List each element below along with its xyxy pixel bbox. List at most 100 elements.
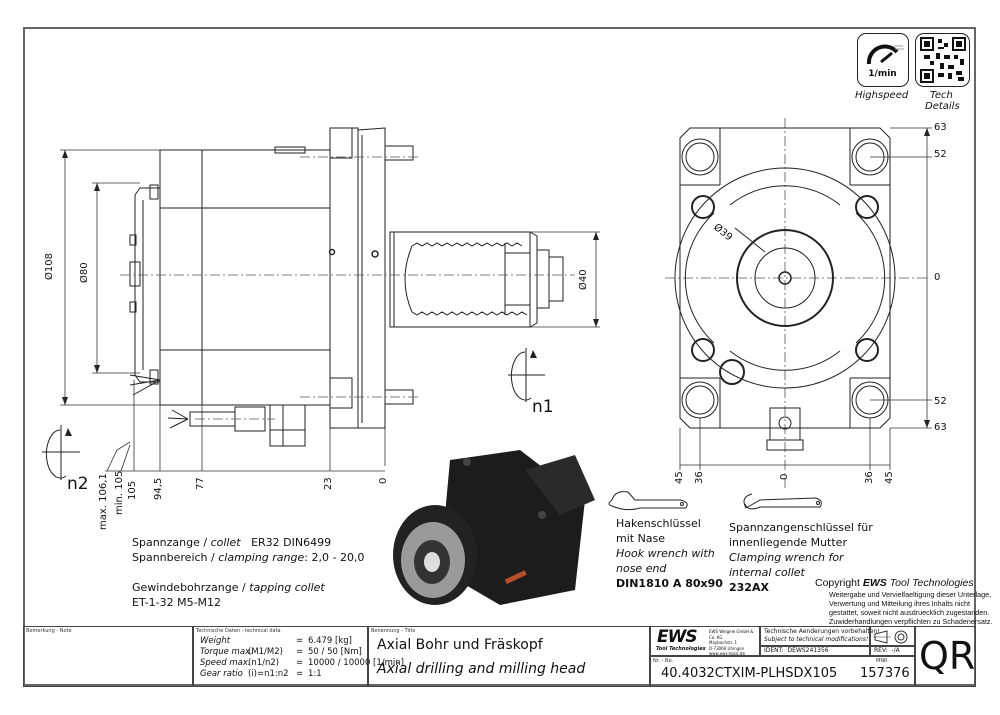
tech-row-label: Gear ratio [200, 669, 243, 679]
tech-row: Speed max.(n1/n2)=10000 / 10000 [1/min] [200, 658, 404, 669]
tech-header: Technische Daten - technical data [196, 628, 281, 634]
dim-v-2: 0 [934, 272, 941, 283]
dim-outer-diameter: Ø108 [44, 253, 55, 280]
part-number: 40.4032CTXIM-PLHSDX105 [661, 666, 838, 681]
dim-h-1: 36 [694, 471, 705, 484]
tech-row-eq: = [296, 636, 304, 646]
clamping-wrench-spec: 232AX [729, 581, 769, 594]
side-view-body [129, 127, 564, 447]
tech-row-eq: = [296, 647, 304, 657]
dim-v-3: 52 [934, 396, 947, 407]
dim-h-2: 0 [779, 473, 790, 480]
tech-row-eq: = [296, 669, 304, 679]
hook-wrench-icon [608, 491, 688, 511]
copyright-line: Weitergabe und Vervielfaeltigung dieser … [829, 590, 992, 599]
tapping-collet-note: Gewindebohrzange / tapping collet [132, 581, 325, 595]
clamping-wrench-en-2: internal collet [729, 566, 805, 579]
hook-wrench-de-2: mit Nase [616, 532, 666, 545]
clamping-range-note: Spannbereich / clamping range: 2,0 - 20,… [132, 551, 364, 565]
isometric-render [393, 450, 595, 605]
title-cell: Benennung - Title Axial Bohr und Fräskop… [368, 626, 650, 687]
dim-v-1: 52 [934, 149, 947, 160]
modification-cell: Technische Aenderungen vorbehalten! Subj… [760, 626, 880, 646]
copyright-line: Verwertung und Mitteilung ihres Inhalts … [829, 599, 971, 608]
projection-symbol-cell [870, 626, 915, 646]
hook-wrench-de-1: Hakenschlüssel [616, 517, 701, 530]
speedometer-icon [866, 44, 904, 65]
note-header: Bemerkung - Note [26, 628, 72, 634]
tech-row-value: 10000 / 10000 [1/min] [308, 658, 404, 668]
dim-94-5: 94,5 [153, 477, 164, 500]
company-line: EWS Weigele GmbH & Co. KG [709, 629, 754, 640]
tech-row-value: 6.479 [kg] [308, 636, 352, 646]
range-value: : 2,0 - 20,0 [304, 551, 365, 564]
collet-de: Spannzange / [132, 536, 208, 549]
dim-max: max. 106,1 [98, 473, 109, 530]
company-line: Maybachstr. 1 [709, 640, 738, 645]
rev-cell: REV: -/A [870, 646, 915, 656]
tech-row-param: (i)=n1:n2 [248, 669, 289, 679]
collet-en: collet [210, 536, 241, 549]
tech-row-label: Weight [200, 636, 231, 646]
ews-logo-sub: Tool Technologies [656, 646, 706, 652]
modification-en: Subject to technical modifications! [764, 636, 869, 643]
ident: IDENT: DEWS241356 [764, 647, 829, 655]
nr-label: Nr. - No. [653, 658, 674, 664]
note-cell: Bemerkung - Note [23, 626, 193, 687]
company-line: D-73066 Uhingen [709, 645, 745, 651]
hook-wrench-en-1: Hook wrench with [616, 547, 715, 560]
tapping-de: Gewindebohrzange / [132, 581, 246, 594]
tech-row-label: Torque max. [200, 647, 253, 657]
company-line: www.ews-tools.de [709, 651, 745, 656]
range-en: clamping range [218, 551, 305, 564]
modification-de: Technische Aenderungen vorbehalten! [764, 628, 880, 635]
tech-row: Gear ratio (i)=n1:n2 = 1:1 [200, 669, 404, 680]
tech-row-param: (n1/n2) [248, 658, 280, 668]
ident-label: IDENT: [764, 647, 784, 654]
qr-label: QR [919, 634, 976, 678]
projection-symbol-icon [873, 630, 908, 644]
qr-code-icon[interactable] [920, 37, 966, 83]
clamping-wrench-en-1: Clamping wrench for [729, 551, 844, 564]
dim-77: 77 [195, 477, 206, 490]
tech-details-badge[interactable] [915, 33, 970, 87]
company-address: EWS Weigele GmbH & Co. KG Maybachstr. 1 … [709, 629, 759, 657]
title-header: Benennung - Title [371, 628, 416, 634]
dim-min: min. 105 [114, 470, 125, 515]
part-number-cell: Nr. - No. 40.4032CTXIM-PLHSDX105 MNR. 15… [650, 656, 915, 687]
ews-logo: EWS [657, 627, 698, 647]
copyright-line: gestattet, soweit nicht ausdruecklich zu… [829, 608, 990, 617]
title-de: Axial Bohr und Fräskopf [377, 637, 543, 653]
clamping-wrench-de-2: innenliegende Mutter [729, 536, 847, 549]
copyright-title: Copyright EWS Tool Technologies [815, 577, 974, 590]
tech-row-value: 1:1 [308, 669, 322, 679]
collet-spec: ER32 DIN6499 [251, 536, 332, 549]
copyright-suffix: Tool Technologies [889, 577, 974, 589]
tech-details-label-1[interactable]: Tech [930, 90, 953, 101]
rotation-label-n2: n2 [67, 474, 89, 494]
dim-0: 0 [378, 477, 389, 484]
dim-v-4: 63 [934, 422, 947, 433]
highspeed-value: 1/min [868, 69, 897, 79]
rev: REV: -/A [874, 647, 900, 655]
clamping-wrench-icon [743, 493, 822, 510]
dim-inner-diameter: Ø80 [79, 262, 90, 283]
rev-label: REV: [874, 647, 888, 654]
dim-23: 23 [323, 477, 334, 490]
tech-row-value: 50 / 50 [Nm] [308, 647, 362, 657]
hook-wrench-spec: DIN1810 A 80x90 [616, 577, 723, 590]
dim-105: 105 [127, 480, 138, 500]
copyright-brand: EWS [862, 577, 887, 589]
tech-row-label: Speed max. [200, 658, 251, 668]
tech-row-param: (M1/M2) [248, 647, 283, 657]
dim-shank-diameter: Ø40 [578, 269, 589, 290]
highspeed-label: Highspeed [855, 90, 909, 101]
highspeed-badge: 1/min [857, 33, 909, 87]
tech-data-cell: Technische Daten - technical data Weight… [193, 626, 404, 687]
tech-details-label-2: Details [925, 101, 960, 112]
clamping-wrench-de-1: Spannzangenschlüssel für [729, 521, 873, 534]
tech-row: Torque max.(M1/M2) = 50 / 50 [Nm] [200, 647, 404, 658]
hook-wrench-en-2: nose end [616, 562, 667, 575]
dim-h-0: 45 [674, 471, 685, 484]
